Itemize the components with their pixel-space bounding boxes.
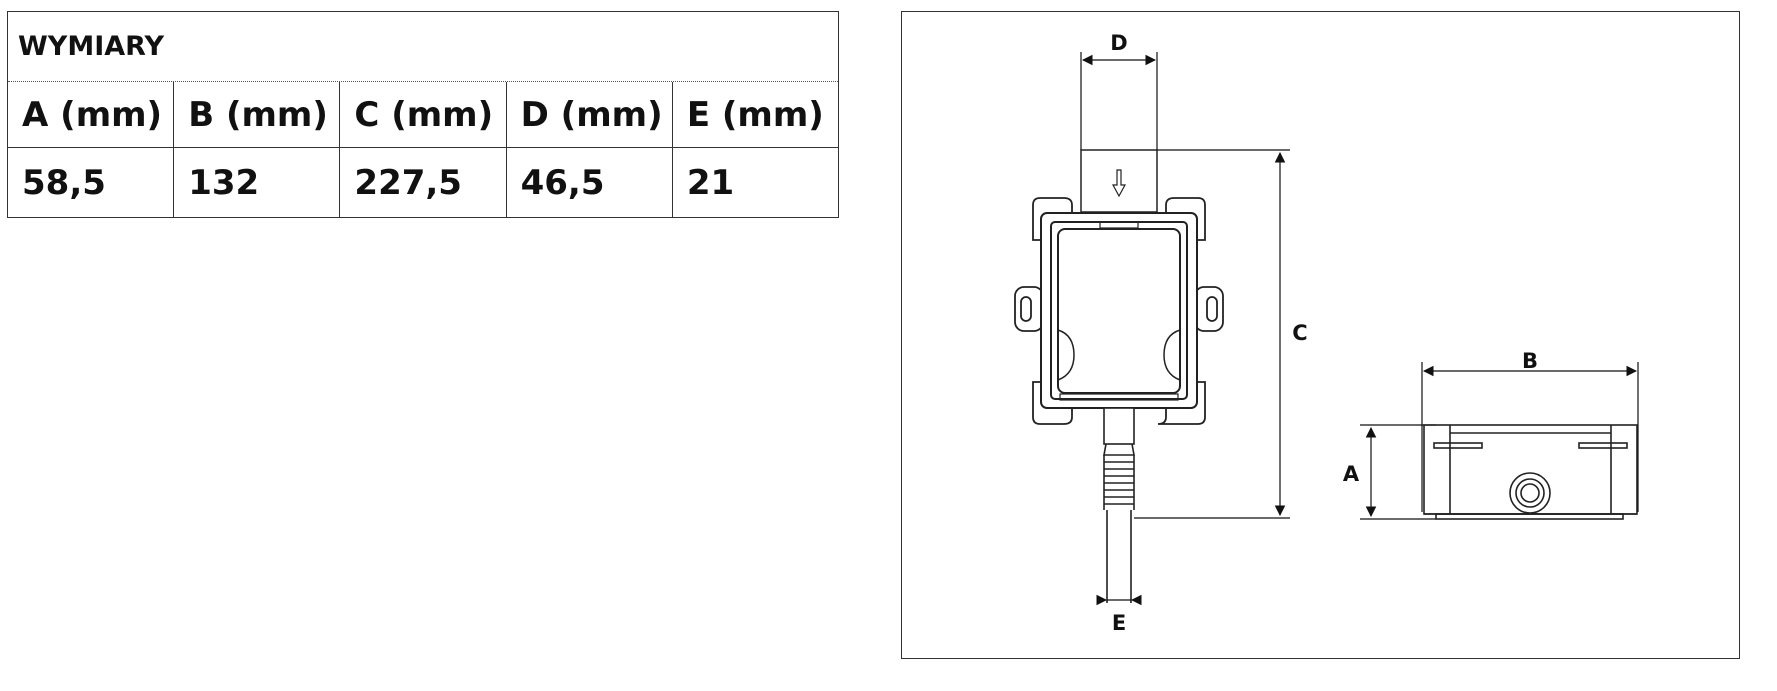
- header-cell-d: D (mm): [507, 82, 673, 147]
- label-b: B: [1522, 349, 1538, 373]
- outlet-hose: [1103, 407, 1135, 603]
- value-cell-a: 58,5: [8, 148, 175, 217]
- label-a: A: [1343, 462, 1360, 486]
- header-cell-b: B (mm): [174, 82, 341, 147]
- table-values-row: 58,5 132 227,5 46,5 21: [8, 148, 838, 217]
- drawing-frame: [901, 11, 1740, 659]
- table-title: WYMIARY: [8, 12, 838, 82]
- flow-arrow-icon: [1111, 169, 1127, 198]
- outlet-port-icon: [1509, 472, 1551, 514]
- header-cell-c: C (mm): [340, 82, 507, 147]
- dimensions-table: WYMIARY A (mm) B (mm) C (mm) D (mm) E (m…: [7, 11, 839, 218]
- inlet-pipe: [1080, 149, 1158, 213]
- label-e: E: [1112, 611, 1126, 635]
- dimension-lines: [1080, 52, 1639, 606]
- front-view: [1014, 149, 1224, 603]
- box-body: [1040, 212, 1198, 409]
- header-cell-a: A (mm): [8, 82, 175, 147]
- table-header-row: A (mm) B (mm) C (mm) D (mm) E (mm): [8, 82, 838, 148]
- value-cell-c: 227,5: [340, 148, 507, 217]
- side-view: [1423, 424, 1638, 520]
- header-cell-e: E (mm): [686, 94, 824, 135]
- label-d: D: [1110, 31, 1127, 55]
- value-cell-e: 21: [686, 162, 735, 203]
- value-cell-b: 132: [174, 148, 341, 217]
- label-c: C: [1292, 321, 1307, 345]
- value-cell-d: 46,5: [507, 148, 673, 217]
